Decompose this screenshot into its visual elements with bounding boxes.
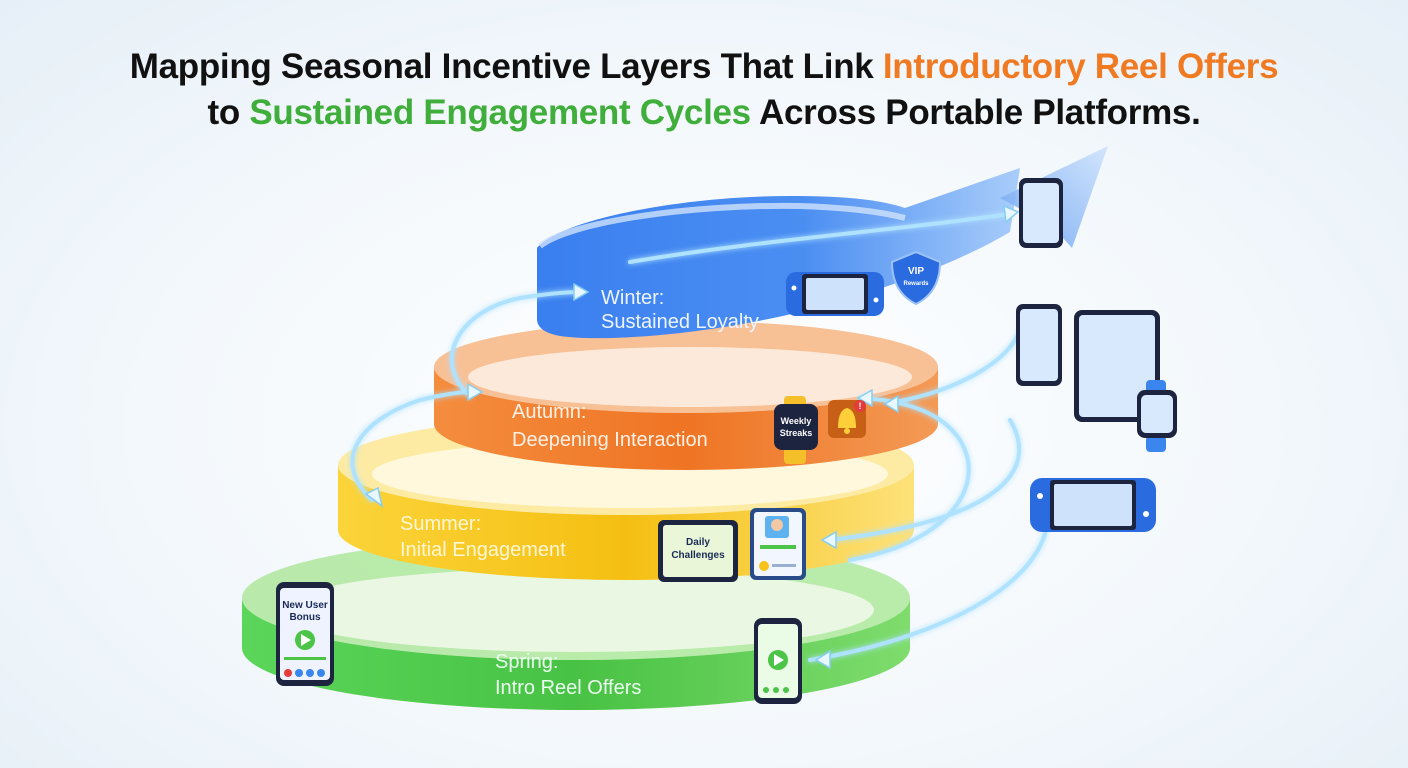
winter-ramp-edge xyxy=(538,202,906,249)
console-screen xyxy=(806,278,864,310)
vip-badge-line2: Rewards xyxy=(903,281,929,287)
arrowhead-autumn-left xyxy=(467,382,484,402)
play-triangle xyxy=(774,654,784,666)
tablet-screen xyxy=(663,525,733,577)
shield-icon xyxy=(890,250,942,306)
summer-bar-1 xyxy=(760,545,796,549)
spring-ring-band xyxy=(242,598,910,710)
flow-autumn-to-devices xyxy=(893,328,1022,404)
autumn-season-label: Autumn: xyxy=(512,401,586,423)
flow-summer-to-devices xyxy=(828,418,1021,542)
notification-mark: ! xyxy=(859,401,862,411)
flow-arrows xyxy=(350,212,1050,662)
phone-screen xyxy=(1020,309,1058,381)
winter-ramp-band xyxy=(537,168,1020,339)
title-part-1: Mapping Seasonal Incentive Layers That L… xyxy=(129,47,883,86)
daily-badge-line2: Challenges xyxy=(671,550,725,561)
flow-left-autumn-winter xyxy=(449,290,582,398)
dot-1 xyxy=(763,687,769,693)
arrowhead-winter-left xyxy=(573,282,590,302)
title-part-2: to xyxy=(207,93,250,132)
console-stick-right xyxy=(873,297,879,303)
cluster-watch xyxy=(1137,380,1177,452)
flow-left-summer-autumn xyxy=(350,390,472,502)
watch-icon xyxy=(774,404,818,450)
summer-season-label: Summer: xyxy=(400,513,481,535)
summer-bar-2 xyxy=(772,564,796,567)
new-user-bonus-phone: New User Bonus xyxy=(276,582,334,686)
notification-bell: ! xyxy=(828,400,866,438)
dot-blue-3 xyxy=(317,669,325,677)
console-stick-right xyxy=(1143,511,1149,517)
dot-blue-2 xyxy=(306,669,314,677)
spring-season-label: Spring: xyxy=(495,651,558,673)
cluster-phone xyxy=(1016,304,1062,386)
arrowhead-spring xyxy=(814,649,831,670)
watch-strap-bottom xyxy=(1146,436,1166,452)
flow-winter-to-phone xyxy=(628,212,1012,264)
dot-2 xyxy=(773,687,779,693)
tablet-screen xyxy=(1079,315,1155,417)
spring-stage-label: Intro Reel Offers xyxy=(495,677,641,699)
watch-strap-bottom xyxy=(784,446,806,464)
arrowhead-summer-left xyxy=(364,486,384,508)
layer-autumn: Autumn: Deepening Interaction xyxy=(434,321,938,470)
spring-phone-right xyxy=(754,618,802,704)
dot-blue-1 xyxy=(295,669,303,677)
bell-clapper xyxy=(844,428,850,434)
dot-red xyxy=(284,669,292,677)
progress-bar xyxy=(284,657,326,660)
flow-summer-to-autumn xyxy=(848,396,971,562)
spring-ring-hole xyxy=(278,568,874,652)
coin-icon xyxy=(759,561,769,571)
title-part-3: Across Portable Platforms. xyxy=(750,93,1201,132)
daily-challenges-tablet: Daily Challenges xyxy=(658,520,738,582)
diagram-title: Mapping Seasonal Incentive Layers That L… xyxy=(0,44,1408,136)
vip-rewards-shield: VIP Rewards xyxy=(890,250,942,306)
winter-stage-label: Sustained Loyalty xyxy=(601,311,759,333)
arrowhead-autumn xyxy=(856,388,873,408)
watch-screen xyxy=(1141,395,1173,433)
new-user-badge-line2: Bonus xyxy=(289,612,321,623)
vip-badge-line1: VIP xyxy=(908,266,924,277)
console-stick-left xyxy=(1037,493,1043,499)
notification-dot xyxy=(854,400,866,412)
flow-arrowheads xyxy=(364,204,1020,670)
weekly-badge-line1: Weekly xyxy=(781,416,812,426)
new-user-badge-line1: New User xyxy=(282,600,328,611)
winter-handheld-console xyxy=(786,272,884,316)
cluster-handheld-console xyxy=(1030,478,1156,532)
dot-3 xyxy=(783,687,789,693)
arrowhead-autumn-right xyxy=(883,394,899,414)
weekly-badge-line2: Streaks xyxy=(780,428,813,438)
bell-icon xyxy=(838,408,856,428)
play-triangle xyxy=(301,634,311,646)
phone-screen xyxy=(1023,183,1059,243)
summer-profile-tablet xyxy=(750,508,806,580)
winter-season-label: Winter: xyxy=(601,287,664,309)
daily-badge-line1: Daily xyxy=(686,537,710,548)
flow-spring-to-devices xyxy=(808,518,1050,662)
autumn-stage-label: Deepening Interaction xyxy=(512,429,708,451)
weekly-streaks-watch: Weekly Streaks xyxy=(774,396,818,464)
top-phone xyxy=(1019,178,1063,248)
summer-stage-label: Initial Engagement xyxy=(400,539,566,561)
arrowhead-summer xyxy=(820,530,837,550)
avatar-face xyxy=(771,519,783,531)
title-highlight-engagement-cycles: Sustained Engagement Cycles xyxy=(249,93,751,132)
console-stick-left xyxy=(791,285,797,291)
arrowhead-winter-phone xyxy=(1003,204,1020,224)
console-screen xyxy=(1054,484,1132,526)
autumn-ring-hole xyxy=(468,347,912,407)
title-highlight-intro-offers: Introductory Reel Offers xyxy=(882,47,1279,86)
